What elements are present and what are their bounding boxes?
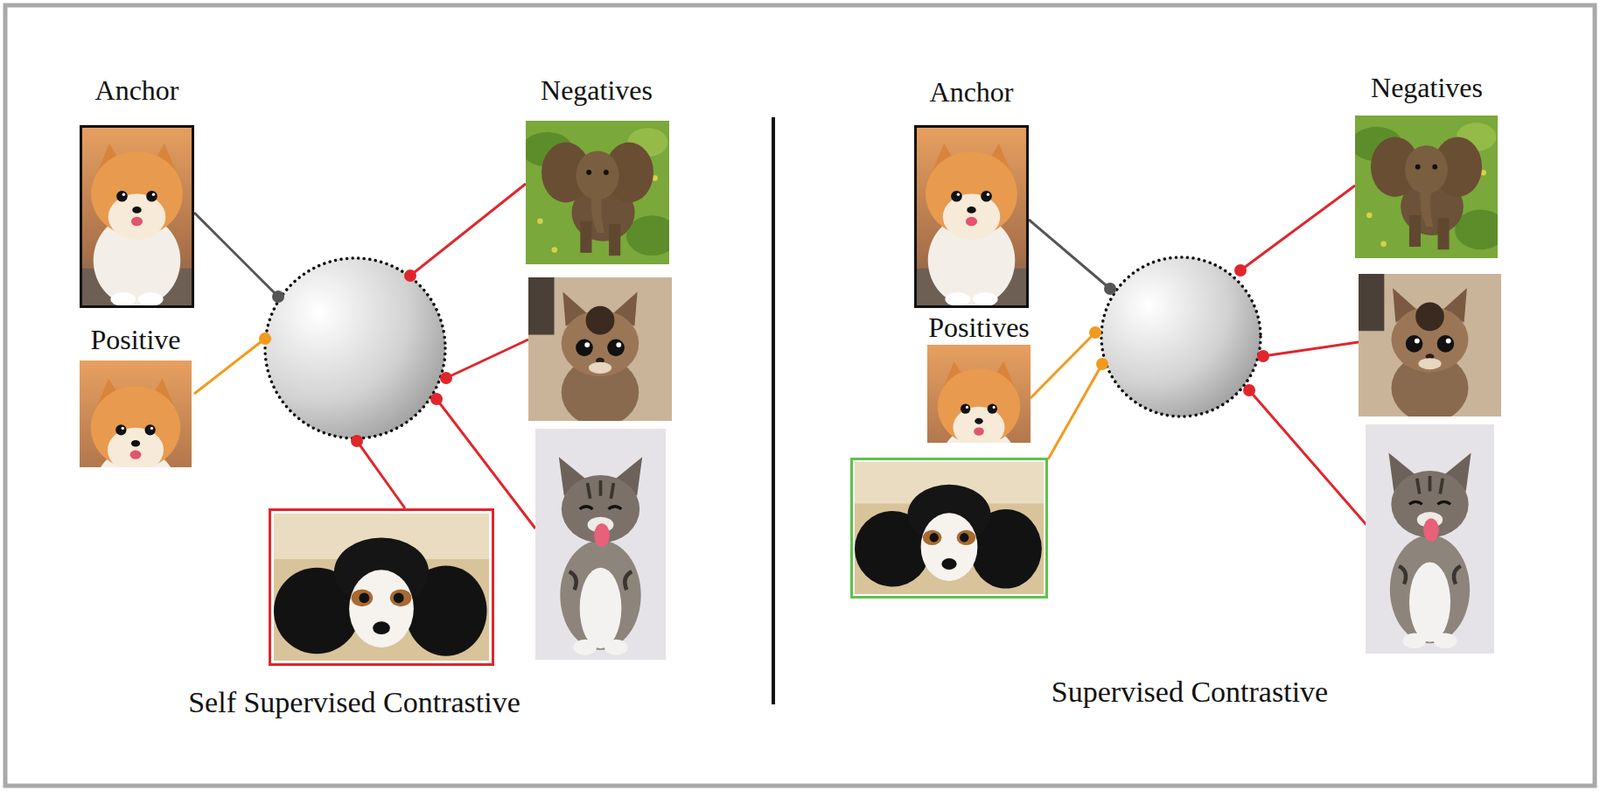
panel-caption: Self Supervised Contrastive	[188, 684, 521, 721]
image-heading: Anchor	[852, 76, 1090, 108]
image-frame	[79, 125, 195, 308]
image-box: Positives	[927, 311, 1031, 443]
image-heading: Positives	[866, 311, 1092, 343]
image-frame	[79, 360, 192, 468]
image-heading: Anchor	[18, 74, 256, 106]
image-heading: Positive	[18, 323, 253, 356]
image-box: Anchor	[914, 76, 1029, 308]
image-frame	[927, 344, 1031, 443]
group-heading: Negatives	[1370, 70, 1483, 105]
panel-caption: Supervised Contrastive	[1051, 674, 1328, 711]
image-box: Anchor	[79, 74, 195, 308]
group-heading: Negatives	[540, 73, 653, 107]
image-box: Positive	[79, 323, 192, 468]
image-frame	[914, 125, 1029, 308]
